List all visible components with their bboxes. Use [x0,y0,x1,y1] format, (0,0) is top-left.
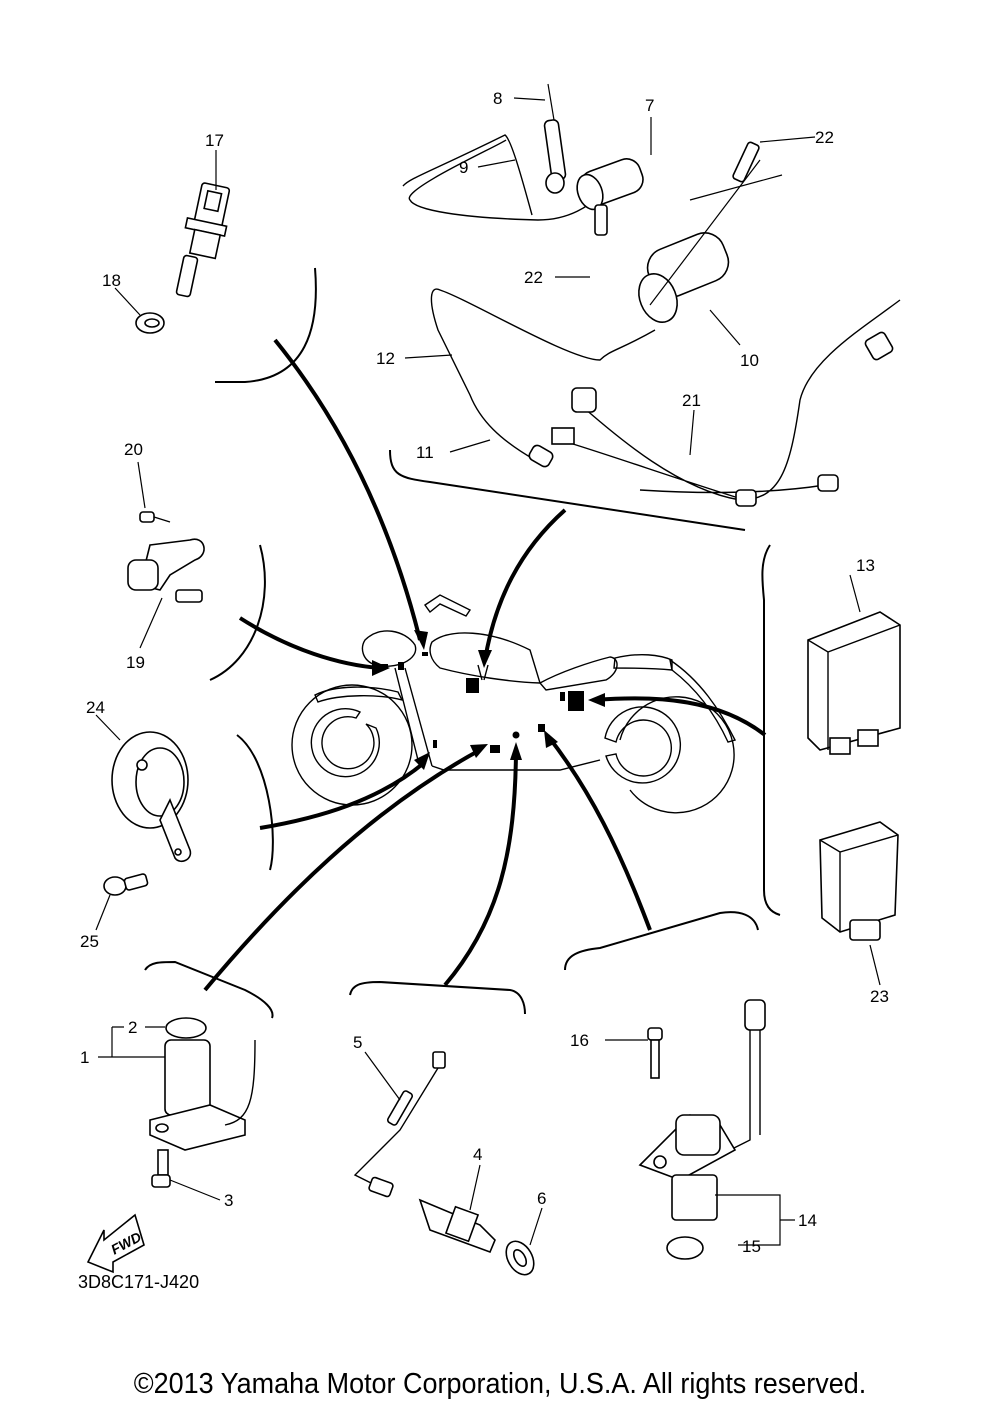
callout-22-top: 22 [815,128,834,147]
callout-4: 4 [473,1145,482,1164]
part-ignition-coils [402,83,901,507]
part-temperature-sensor [175,182,231,298]
part-speed-sensor [638,999,766,1260]
callout-19: 19 [126,653,145,672]
callout-12: 12 [376,349,395,368]
fwd-arrow-icon: FWD [86,1213,145,1274]
callout-14: 14 [798,1211,817,1230]
callout-numbers: 8 7 9 22 22 10 12 11 21 17 18 20 19 24 2… [80,89,889,1256]
callout-24: 24 [86,698,105,717]
callout-5: 5 [353,1033,362,1052]
callout-21: 21 [682,391,701,410]
callout-16: 16 [570,1031,589,1050]
part-gasket-18 [135,312,165,334]
part-ecu [807,611,901,755]
callout-23: 23 [870,987,889,1006]
callout-8: 8 [493,89,502,108]
callout-1: 1 [80,1048,89,1067]
motorcycle-outline [291,594,737,814]
callout-17: 17 [205,131,224,150]
leader-arrows [203,338,767,992]
part-throttle-position-sensor [127,511,205,603]
part-relay [819,821,899,941]
callout-13: 13 [856,556,875,575]
callout-7: 7 [645,96,654,115]
part-bolt-25 [103,873,149,896]
callout-6: 6 [537,1189,546,1208]
callout-25: 25 [80,932,99,951]
callout-2: 2 [128,1018,137,1037]
part-horn [111,731,192,862]
callout-11: 11 [416,443,434,462]
callout-15: 15 [742,1237,761,1256]
callout-18: 18 [102,271,121,290]
callout-leaders [95,97,881,1246]
group-brackets [144,267,781,1019]
callout-3: 3 [224,1191,233,1210]
callout-22-mid: 22 [524,268,543,287]
part-oxygen-sensor [353,1051,535,1276]
drawing-code: 3D8C171-J420 [78,1272,199,1292]
callout-10: 10 [740,351,759,370]
copyright-notice: ©2013 Yamaha Motor Corporation, U.S.A. A… [133,1368,867,1400]
part-crankshaft-sensor [149,1017,256,1188]
callout-20: 20 [124,440,143,459]
callout-9: 9 [459,158,468,177]
